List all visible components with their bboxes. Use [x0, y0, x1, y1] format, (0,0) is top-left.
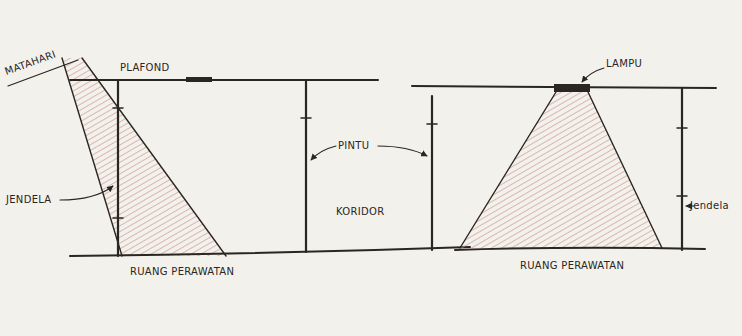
window-mark — [677, 195, 687, 197]
door-wall — [431, 96, 433, 250]
corridor-label: KORIDOR — [336, 206, 384, 217]
leader-line — [311, 146, 336, 160]
sun-ray — [82, 58, 226, 256]
wall-line — [681, 88, 683, 250]
lamp-symbol — [554, 84, 590, 92]
room-label: RUANG PERAWATAN — [130, 266, 234, 277]
leader-line — [582, 68, 604, 82]
window-mark — [113, 217, 123, 219]
lamp-light-area — [460, 92, 662, 248]
leader-line — [378, 146, 427, 156]
floor-line — [455, 248, 705, 250]
light-ray — [588, 92, 662, 248]
sunlight-area — [62, 58, 226, 256]
door-label: PINTU — [338, 140, 369, 151]
light-ray — [460, 92, 556, 248]
leader-line — [60, 186, 113, 200]
window-label: Jendela — [690, 200, 729, 211]
sun-ray — [62, 58, 122, 256]
wall-line — [117, 80, 119, 256]
window-mark — [113, 107, 123, 109]
room-label: RUANG PERAWATAN — [520, 260, 624, 271]
door-wall — [305, 80, 307, 252]
ceiling-fixture — [186, 77, 212, 82]
floor-line — [70, 247, 470, 256]
window-mark — [677, 127, 687, 129]
ceiling-line — [70, 79, 378, 81]
sun-label: MATAHARI — [3, 48, 57, 77]
door-mark — [427, 123, 437, 125]
lamp-label: LAMPU — [606, 58, 642, 69]
window-label: JENDELA — [6, 194, 52, 205]
ceiling-label: PLAFOND — [120, 62, 170, 73]
door-mark — [301, 117, 311, 119]
